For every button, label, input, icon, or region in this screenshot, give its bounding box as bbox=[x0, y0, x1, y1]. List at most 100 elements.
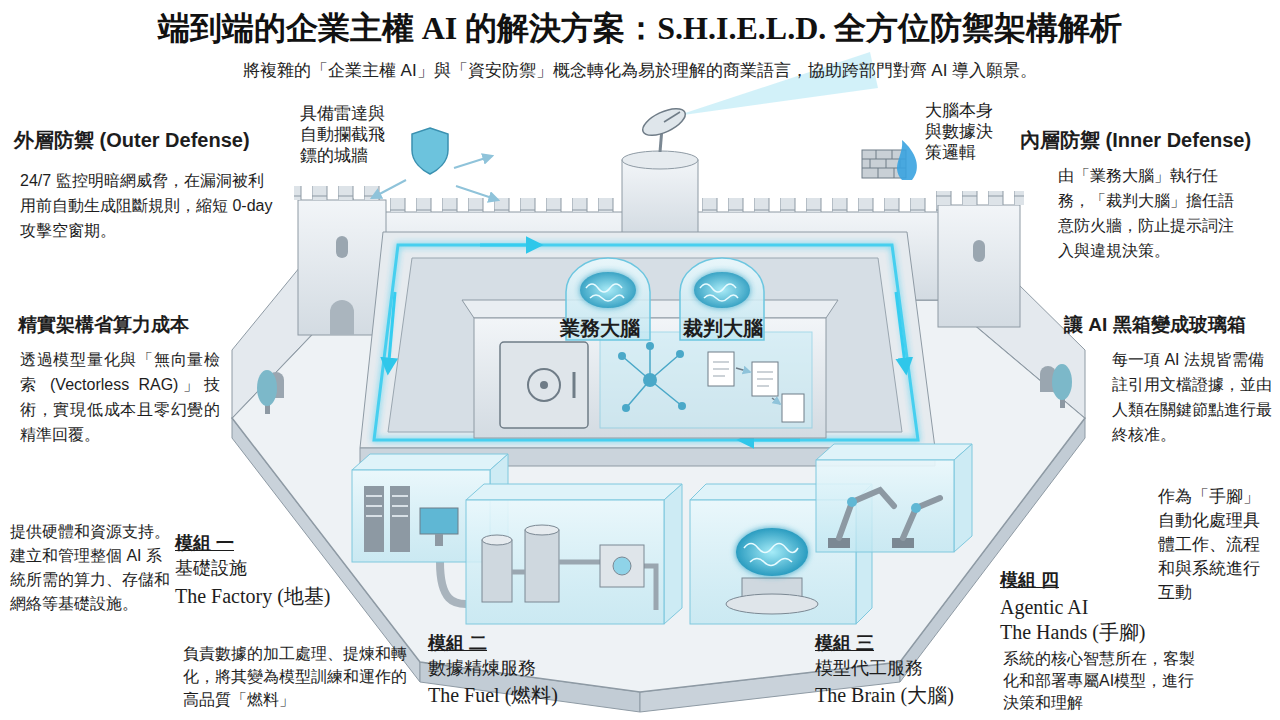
inner-keep bbox=[643, 373, 657, 387]
module-description: 提供硬體和資源支持。建立和管理整個 AI 系統所需的算力、存儲和網絡等基礎設施。 bbox=[10, 520, 172, 616]
module-description: 負責數據的加工處理、提煉和轉化，將其變為模型訓練和運作的高品質「燃料」 bbox=[183, 642, 415, 711]
module-room bbox=[839, 490, 894, 538]
tree bbox=[1052, 364, 1072, 400]
inner-keep bbox=[622, 346, 682, 408]
watch-tower bbox=[622, 160, 698, 235]
glow-loop bbox=[896, 292, 906, 372]
callout-text: 具備雷達與自動攔截飛鏢的城牆 bbox=[300, 103, 396, 166]
module-room bbox=[482, 535, 512, 545]
castle-base bbox=[232, 300, 1085, 712]
inner-keep bbox=[540, 381, 548, 389]
glow-loop bbox=[480, 244, 540, 247]
module-codename: The Fuel (燃料) bbox=[428, 683, 608, 707]
inner-wall bbox=[360, 232, 935, 466]
brain-dome bbox=[580, 272, 636, 308]
watch-tower bbox=[622, 151, 698, 169]
radar-dish bbox=[639, 52, 878, 152]
watch-tower bbox=[973, 240, 985, 262]
module-room bbox=[352, 444, 972, 624]
module-room bbox=[736, 528, 808, 576]
inner-keep bbox=[500, 342, 588, 428]
castle-base bbox=[232, 300, 1085, 692]
module-name: 數據精煉服務 bbox=[428, 658, 578, 680]
module-room bbox=[726, 594, 818, 614]
module-room bbox=[435, 534, 443, 546]
module-room bbox=[482, 540, 512, 602]
inner-keep bbox=[676, 350, 684, 358]
module-room bbox=[600, 545, 644, 587]
module-number: 模組 四 bbox=[1000, 570, 1120, 592]
glow-loop bbox=[374, 245, 918, 440]
module-codename: The Brain (大腦) bbox=[815, 683, 995, 707]
module-room bbox=[525, 530, 559, 602]
glow-loop bbox=[388, 292, 395, 372]
section-body: 24/7 監控明暗網威脅，在漏洞被利用前自動生成阻斷規則，縮短 0-day 攻擊… bbox=[20, 168, 278, 243]
module-codename: The Hands (手腳) bbox=[1000, 620, 1190, 644]
section-body: 由「業務大腦」執行任務，「裁判大腦」擔任語意防火牆，防止提示詞注入與違規決策。 bbox=[1058, 163, 1240, 263]
module-number: 模組 二 bbox=[428, 633, 548, 655]
module-room bbox=[903, 498, 940, 538]
module-name: 基礎設施 bbox=[175, 558, 305, 580]
section-body: 每一項 AI 法規皆需備註引用文檔證據，並由人類在關鍵節點進行最終核准。 bbox=[1112, 347, 1274, 447]
module-room bbox=[466, 500, 664, 624]
inner-keep bbox=[772, 398, 780, 404]
module-room bbox=[366, 496, 408, 516]
brain-dome bbox=[694, 272, 750, 308]
watch-tower bbox=[298, 200, 386, 335]
page-caption: 將複雜的「企業主權 AI」與「資安防禦」概念轉化為易於理解的商業語言，協助跨部門… bbox=[0, 60, 1280, 81]
brain-label: 裁判大腦 bbox=[683, 316, 775, 340]
module-room bbox=[440, 562, 466, 604]
watch-tower bbox=[938, 205, 1020, 327]
module-name: Agentic AI bbox=[1000, 595, 1160, 619]
radar-dish bbox=[676, 52, 878, 116]
brain-dome bbox=[680, 258, 764, 340]
module-description: 系統的核心智慧所在，客製化和部署專屬AI模型，進行決策和理解 bbox=[1003, 648, 1208, 714]
inner-keep bbox=[528, 369, 560, 401]
inner-keep bbox=[622, 404, 630, 412]
glow-loop bbox=[740, 439, 800, 442]
module-room bbox=[847, 497, 857, 507]
module-room bbox=[352, 454, 508, 470]
module-room bbox=[466, 484, 682, 500]
shield-icon bbox=[372, 180, 406, 198]
brain-dome bbox=[566, 258, 650, 340]
watch-tower bbox=[934, 191, 1024, 205]
module-room bbox=[420, 508, 458, 534]
inner-keep bbox=[713, 362, 773, 386]
module-room bbox=[525, 525, 559, 535]
module-room bbox=[613, 557, 631, 575]
shield-icon bbox=[372, 128, 498, 200]
module-room bbox=[911, 503, 921, 513]
brain-dome bbox=[700, 284, 738, 301]
section-heading: 內層防禦 (Inner Defense) bbox=[1020, 128, 1278, 152]
inner-keep bbox=[573, 372, 576, 398]
brain-label: 業務大腦 bbox=[560, 316, 652, 340]
section-heading: 外層防禦 (Outer Defense) bbox=[14, 128, 294, 152]
inner-keep bbox=[618, 352, 626, 360]
inner-keep bbox=[646, 342, 654, 350]
page-title: 端到端的企業主權 AI 的解決方案：S.H.I.E.L.D. 全方位防禦架構解析 bbox=[0, 8, 1280, 48]
module-description: 作為「手腳」自動化處理具體工作、流程和與系統進行互動 bbox=[1158, 485, 1272, 605]
module-number: 模組 三 bbox=[815, 633, 935, 655]
module-room bbox=[816, 460, 954, 552]
shield-icon bbox=[454, 156, 492, 168]
shield-icon bbox=[412, 128, 448, 174]
module-room bbox=[744, 544, 798, 566]
inner-keep bbox=[736, 368, 750, 372]
glow-loop bbox=[374, 245, 918, 440]
module-room bbox=[816, 444, 972, 460]
radar-dish bbox=[664, 112, 680, 122]
inner-keep bbox=[678, 402, 686, 410]
tree bbox=[257, 364, 1072, 414]
module-room bbox=[954, 444, 972, 552]
watch-tower bbox=[336, 236, 348, 258]
firewall-icon bbox=[897, 140, 917, 180]
firewall-icon bbox=[862, 140, 917, 180]
shield-icon bbox=[456, 186, 498, 200]
module-number: 模組 一 bbox=[175, 533, 285, 555]
brain-dome bbox=[586, 284, 624, 301]
inner-keep bbox=[600, 332, 812, 428]
section-heading: 精實架構省算力成本 bbox=[18, 314, 238, 337]
